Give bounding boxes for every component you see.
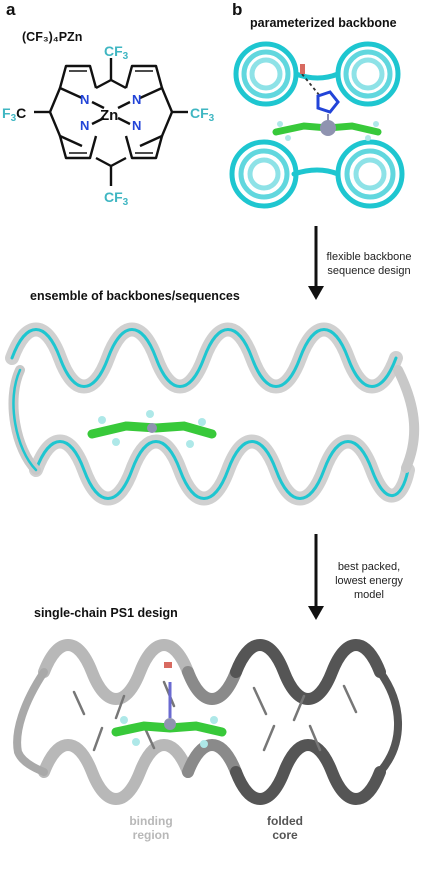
design-model-image — [13, 639, 402, 805]
step2-note: best packed, lowest energy model — [316, 560, 422, 602]
binding-line2: region — [132, 828, 170, 842]
step1-note-line2: sequence design — [327, 265, 411, 277]
compound-label: (CF₃)₄PZn — [22, 30, 83, 44]
cf3-bottom: CF3 — [104, 189, 129, 208]
step2-note-line3: model — [354, 589, 384, 601]
atom-n-4: N — [132, 118, 141, 133]
atom-n-2: N — [132, 92, 141, 107]
atom-zn: Zn — [100, 107, 118, 124]
design-title: single-chain PS1 design — [34, 606, 178, 620]
panel-letter-b: b — [232, 0, 243, 19]
step2-note-line2: lowest energy — [335, 575, 403, 587]
binding-line1: binding — [129, 814, 173, 828]
panel-letter-a: a — [6, 0, 16, 19]
atom-n-3: N — [80, 118, 89, 133]
cf3-top: CF3 — [104, 43, 129, 62]
cf3-right: CF3 — [190, 105, 215, 124]
binding-region-label: binding region — [116, 814, 186, 842]
atom-n-1: N — [80, 92, 89, 107]
folded-line1: folded — [267, 814, 303, 828]
folded-core-label: folded core — [250, 814, 320, 842]
panel-b-title: parameterized backbone — [250, 16, 397, 30]
step2-note-line1: best packed, — [337, 561, 401, 573]
cf3-left: F3C — [2, 105, 26, 124]
step1-note: flexible backbone sequence design — [316, 250, 422, 278]
backbone-top-view — [229, 41, 405, 209]
arrow-down-2 — [308, 534, 324, 620]
ensemble-image — [5, 322, 420, 506]
arrow-down-1 — [308, 226, 324, 300]
folded-line2: core — [272, 828, 298, 842]
step1-note-line1: flexible backbone — [326, 251, 412, 263]
ensemble-title: ensemble of backbones/sequences — [30, 289, 240, 303]
porphyrin-structure: N N N N Zn CF3 F3C CF3 CF3 — [2, 43, 215, 208]
